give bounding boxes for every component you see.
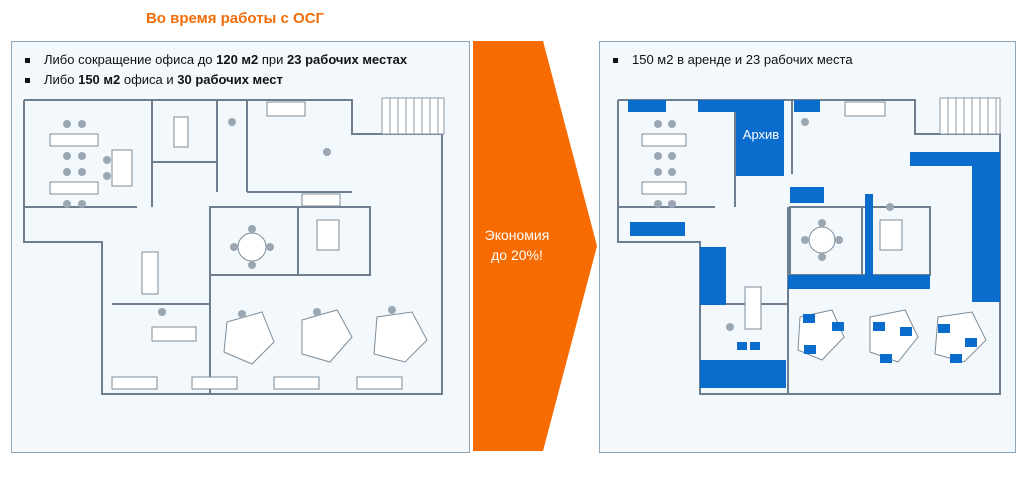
before-bullet-2: Либо 150 м2 офиса и 30 рабочих мест	[22, 70, 407, 90]
savings-label: Экономия до 20%!	[473, 225, 561, 265]
page-title: Во время работы с ОСГ	[145, 10, 325, 27]
savings-label-line1: Экономия	[484, 227, 550, 243]
before-panel: Либо сокращение офиса до 120 м2 при 23 р…	[11, 41, 470, 453]
after-bullet-1: 150 м2 в аренде и 23 рабочих места	[610, 50, 853, 70]
archive-label: Архив	[742, 127, 780, 142]
after-bullet-list: 150 м2 в аренде и 23 рабочих места	[610, 50, 853, 70]
savings-label-line2: до 20%!	[491, 247, 543, 263]
after-panel: 150 м2 в аренде и 23 рабочих места	[599, 41, 1016, 453]
before-bullet-list: Либо сокращение офиса до 120 м2 при 23 р…	[22, 50, 407, 90]
floor-plan-before	[23, 97, 445, 395]
savings-arrow	[473, 41, 597, 451]
before-bullet-1: Либо сокращение офиса до 120 м2 при 23 р…	[22, 50, 407, 70]
floor-plan-after	[617, 97, 1001, 395]
